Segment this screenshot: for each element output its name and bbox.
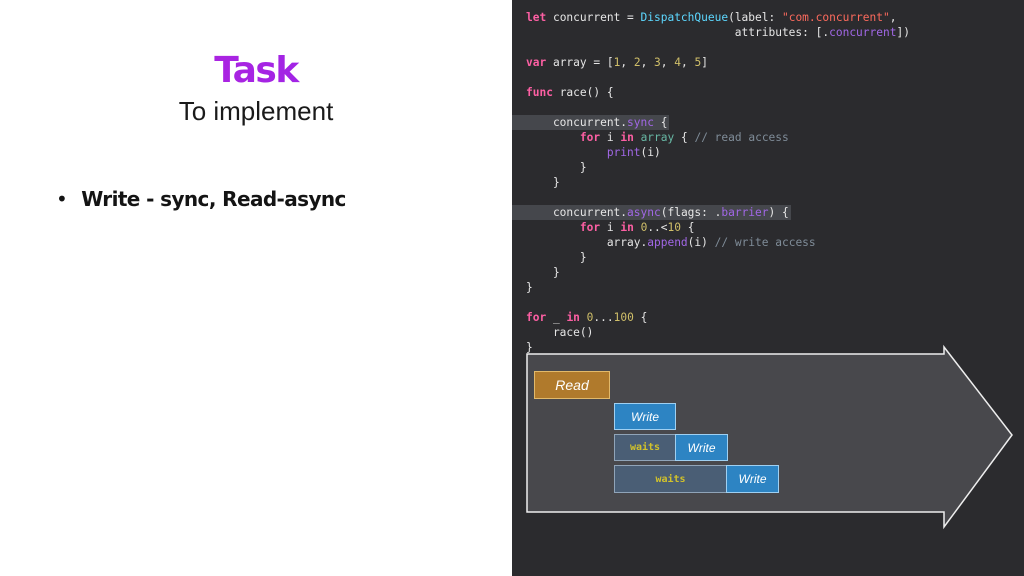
- code-line: var array = [1, 2, 3, 4, 5]: [526, 56, 709, 69]
- write-block-2: Write: [675, 434, 728, 461]
- code-line: }: [526, 281, 533, 294]
- code-line: let concurrent = DispatchQueue(label: "c…: [526, 11, 897, 24]
- code-line: }: [526, 341, 533, 354]
- code-line: [526, 100, 910, 115]
- waits-block-2: waits: [614, 465, 727, 493]
- code-line: }: [526, 176, 560, 189]
- write-block-1: Write: [614, 403, 676, 430]
- slide-subtitle: To implement: [178, 96, 334, 126]
- code-line: for i in 0..<10 {: [579, 221, 695, 234]
- code-line: [526, 295, 910, 310]
- code-block: let concurrent = DispatchQueue(label: "c…: [512, 10, 910, 355]
- code-line: [526, 70, 910, 85]
- code-line: race(): [526, 326, 594, 339]
- code-line: [526, 40, 910, 55]
- timeline-arrow-icon: [526, 344, 1013, 530]
- waits-block-1: waits: [614, 434, 676, 461]
- code-line: [526, 190, 910, 205]
- write-block-3: Write: [726, 465, 779, 493]
- code-line: }: [526, 251, 587, 264]
- slide-left-panel: Task To implement • Write - sync, Read-as…: [0, 50, 512, 211]
- code-line: array.append(i) // write access: [526, 236, 816, 249]
- code-line: concurrent.async(flags: .barrier) {: [512, 205, 791, 220]
- code-line: attributes: [.concurrent]): [526, 26, 910, 39]
- bullet-text: Write - sync, Read-async: [81, 187, 346, 211]
- bullet-dot-icon: •: [56, 187, 68, 211]
- code-line: for _ in 0...100 {: [526, 311, 648, 324]
- code-line: print(i): [606, 146, 661, 159]
- read-block: Read: [534, 371, 610, 399]
- slide-title: Task: [0, 50, 512, 91]
- code-line: for i in array { // read access: [579, 131, 789, 144]
- code-line: concurrent.sync {: [512, 115, 670, 130]
- code-line: }: [526, 266, 560, 279]
- code-line: func race() {: [526, 86, 614, 99]
- code-line: }: [526, 161, 587, 174]
- bullet-item: • Write - sync, Read-async: [56, 187, 346, 211]
